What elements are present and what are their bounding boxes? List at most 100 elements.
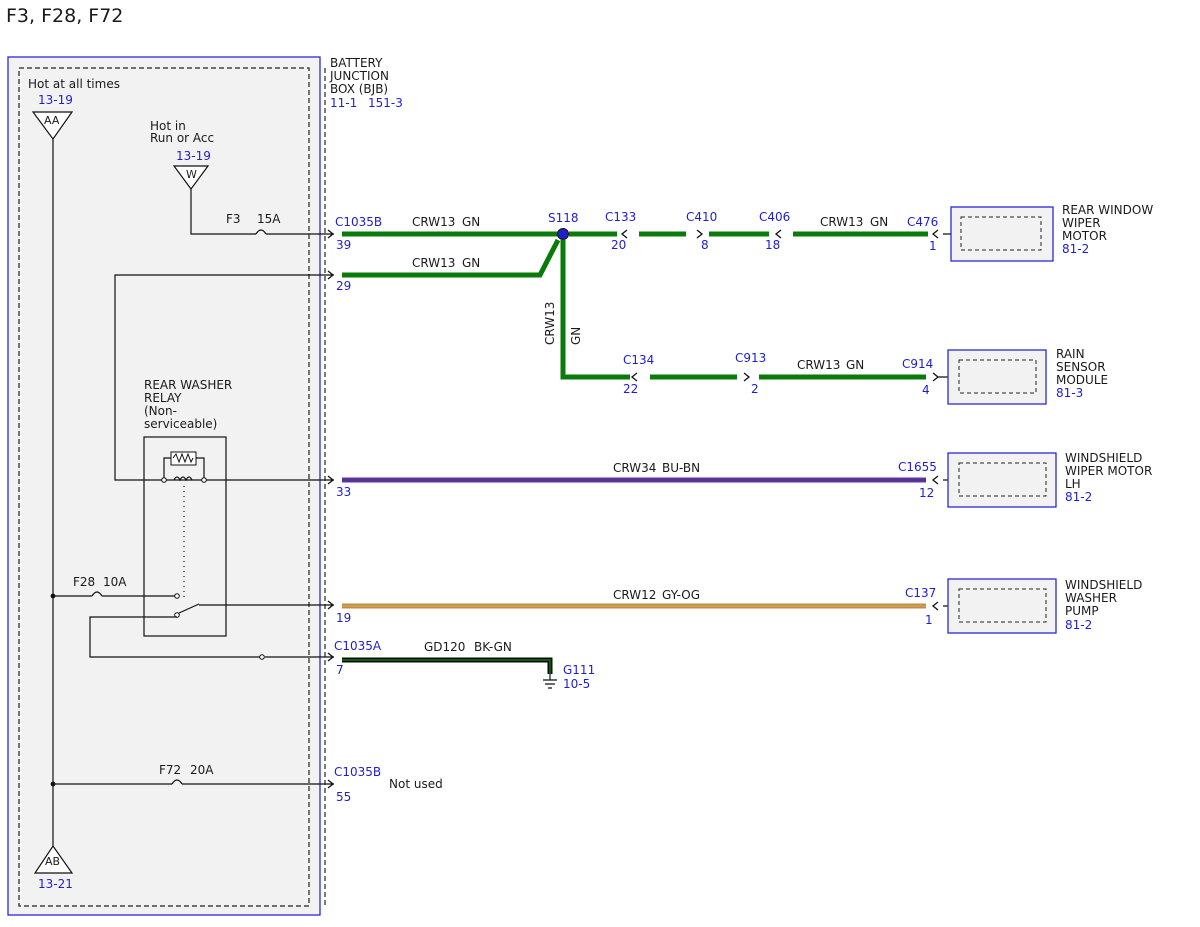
w7-color: GY-OG: [662, 588, 700, 602]
w4-color: GN: [569, 327, 583, 345]
bjb-label-2: JUNCTION: [329, 69, 389, 83]
f3-fuse-icon: [255, 229, 267, 235]
c1655-label: C1655: [898, 460, 937, 474]
resistor-leads: [163, 457, 205, 480]
hot-all-times-label: Hot at all times: [28, 77, 120, 91]
bjb-label-3: BOX (BJB): [330, 82, 388, 96]
relay-common-wire: [89, 616, 262, 658]
rear-wiper-label-3: MOTOR: [1062, 229, 1107, 243]
c410-label: C410: [686, 210, 717, 224]
g111-ref: 10-5: [563, 677, 590, 691]
aa-label: AA: [44, 114, 60, 127]
resistor-zigzag: [172, 452, 194, 464]
ab-ref: 13-21: [38, 877, 73, 891]
w8-color: BK-GN: [474, 640, 512, 654]
f28-amp: 10A: [103, 575, 127, 589]
w6-circuit: CRW34: [613, 461, 656, 475]
pin-1-rear-wiper: 1: [929, 239, 937, 253]
inline-connector-arrows: [620, 229, 940, 611]
relay-label-1: REAR WASHER: [144, 378, 232, 392]
ws-wiper-ref: 81-2: [1065, 490, 1092, 504]
f28-label: F28: [73, 575, 95, 589]
pin-2: 2: [751, 382, 759, 396]
coil-node-1: [161, 477, 167, 483]
rear-wiper-label-2: WIPER: [1062, 216, 1101, 230]
ws-wiper-label-3: LH: [1065, 477, 1081, 491]
relay-coil-wire: [114, 274, 334, 481]
page-title: F3, F28, F72: [6, 5, 123, 27]
g111-label: G111: [563, 663, 595, 677]
windshield-washer-pump: [943, 578, 1057, 634]
ws-wiper-label-1: WINDSHIELD: [1065, 451, 1142, 465]
w4-circuit: CRW13: [543, 302, 557, 345]
w6-color: BU-BN: [662, 461, 700, 475]
f72-amp: 20A: [190, 763, 214, 777]
coil-node-2: [201, 477, 207, 483]
c476-label: C476: [907, 215, 938, 229]
rain-label-1: RAIN: [1056, 347, 1085, 361]
w-label: W: [186, 168, 197, 181]
washer-ref: 81-2: [1065, 618, 1092, 632]
ab-terminal-icon: [33, 844, 74, 874]
c1035b-top-label: C1035B: [335, 215, 382, 229]
c406-label: C406: [759, 210, 790, 224]
not-used-label: Not used: [389, 777, 443, 791]
pin-18: 18: [765, 238, 780, 252]
rear-wiper-ref: 81-2: [1062, 242, 1089, 256]
ab-label: AB: [45, 855, 60, 868]
c913-label: C913: [735, 351, 766, 365]
washer-label-2: WASHER: [1065, 591, 1117, 605]
f72-label: F72: [159, 763, 181, 777]
pin-22: 22: [623, 382, 638, 396]
relay-label-3: (Non-: [144, 404, 177, 418]
relay-coil-icon: [173, 476, 193, 482]
pin-39: 39: [336, 238, 351, 252]
w2-circuit: CRW13: [412, 256, 455, 270]
f3-wire: [190, 189, 334, 235]
bjb-box: [7, 56, 321, 916]
splice-node: [259, 654, 265, 660]
bjb-label-1: BATTERY: [330, 56, 383, 70]
w5-circuit: CRW13: [797, 358, 840, 372]
pin-29: 29: [336, 279, 351, 293]
rain-sensor-module: [938, 349, 1047, 405]
gd120-stripe: [342, 659, 551, 674]
w2-color: GN: [462, 256, 480, 270]
f3-amp: 15A: [257, 212, 281, 226]
f72-fuse-icon: [171, 779, 183, 785]
w3-color: GN: [870, 215, 888, 229]
pin-19: 19: [336, 611, 351, 625]
hot-all-ref: 13-19: [38, 93, 73, 107]
washer-label-3: PUMP: [1065, 604, 1099, 618]
relay-label-2: RELAY: [144, 391, 182, 405]
w5-color: GN: [846, 358, 864, 372]
pin-1-washer: 1: [925, 613, 933, 627]
relay-switch-arm: [178, 603, 200, 614]
relay-contact-nc: [174, 593, 180, 599]
bjb-connector-arrows: [327, 229, 335, 789]
rain-label-2: SENSOR: [1056, 360, 1106, 374]
rain-label-3: MODULE: [1056, 373, 1108, 387]
w1-circuit: CRW13: [412, 215, 455, 229]
aa-terminal-icon: [31, 111, 74, 141]
windshield-wiper-motor-lh: [943, 452, 1057, 508]
relay-label-4: serviceable): [144, 417, 217, 431]
pin-7: 7: [336, 663, 344, 677]
hot-run-label-1: Hot in: [150, 119, 186, 133]
c134-label: C134: [623, 353, 654, 367]
hot-run-ref: 13-19: [176, 149, 211, 163]
w8-circuit: GD120: [424, 640, 465, 654]
c133-label: C133: [605, 210, 636, 224]
washer-label-1: WINDSHIELD: [1065, 578, 1142, 592]
pin-8: 8: [701, 238, 709, 252]
hot-run-label-2: Run or Acc: [150, 131, 214, 145]
c1035b-bottom-label: C1035B: [334, 765, 381, 779]
pin-4: 4: [922, 383, 930, 397]
s118-label: S118: [548, 211, 579, 225]
c1035a-label: C1035A: [334, 639, 382, 653]
w1-color: GN: [462, 215, 480, 229]
bjb-ref-2: 151-3: [368, 96, 403, 110]
f28-fuse-icon: [91, 591, 103, 597]
w-terminal-icon: [172, 165, 210, 191]
s118-splice-dot: [557, 228, 569, 240]
